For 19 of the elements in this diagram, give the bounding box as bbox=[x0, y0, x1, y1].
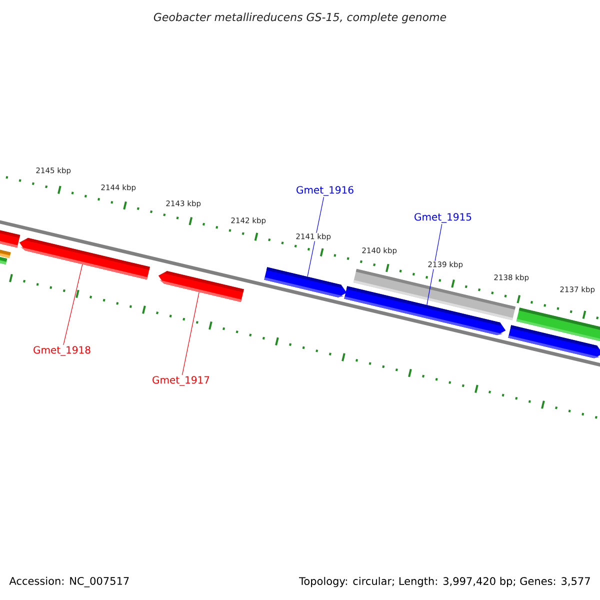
gene-label: Gmet_1917 bbox=[152, 376, 210, 386]
leader-line bbox=[426, 224, 442, 306]
leader-line bbox=[63, 264, 83, 346]
gene-feature bbox=[508, 325, 600, 358]
leader-line bbox=[307, 196, 324, 277]
gene-label: Gmet_1916 bbox=[296, 186, 354, 196]
gene-band bbox=[0, 255, 8, 264]
footer-text: Accession: NC_007517 bbox=[9, 576, 129, 588]
gene-band bbox=[0, 248, 11, 258]
leader-line bbox=[182, 292, 200, 376]
footer-text: Topology: circular; Length: 3,997,420 bp; Genes: 3,577 bbox=[299, 576, 590, 588]
gene-feature bbox=[344, 286, 506, 336]
title: Geobacter metallireducens GS-15, complete genome bbox=[154, 12, 446, 24]
gene-label: Gmet_1918 bbox=[34, 346, 90, 356]
gene-feature bbox=[19, 238, 150, 280]
gene-band bbox=[0, 230, 20, 248]
gene-feature bbox=[158, 270, 244, 302]
gene-label: Gmet_1915 bbox=[414, 213, 472, 223]
gene-feature bbox=[264, 267, 347, 298]
